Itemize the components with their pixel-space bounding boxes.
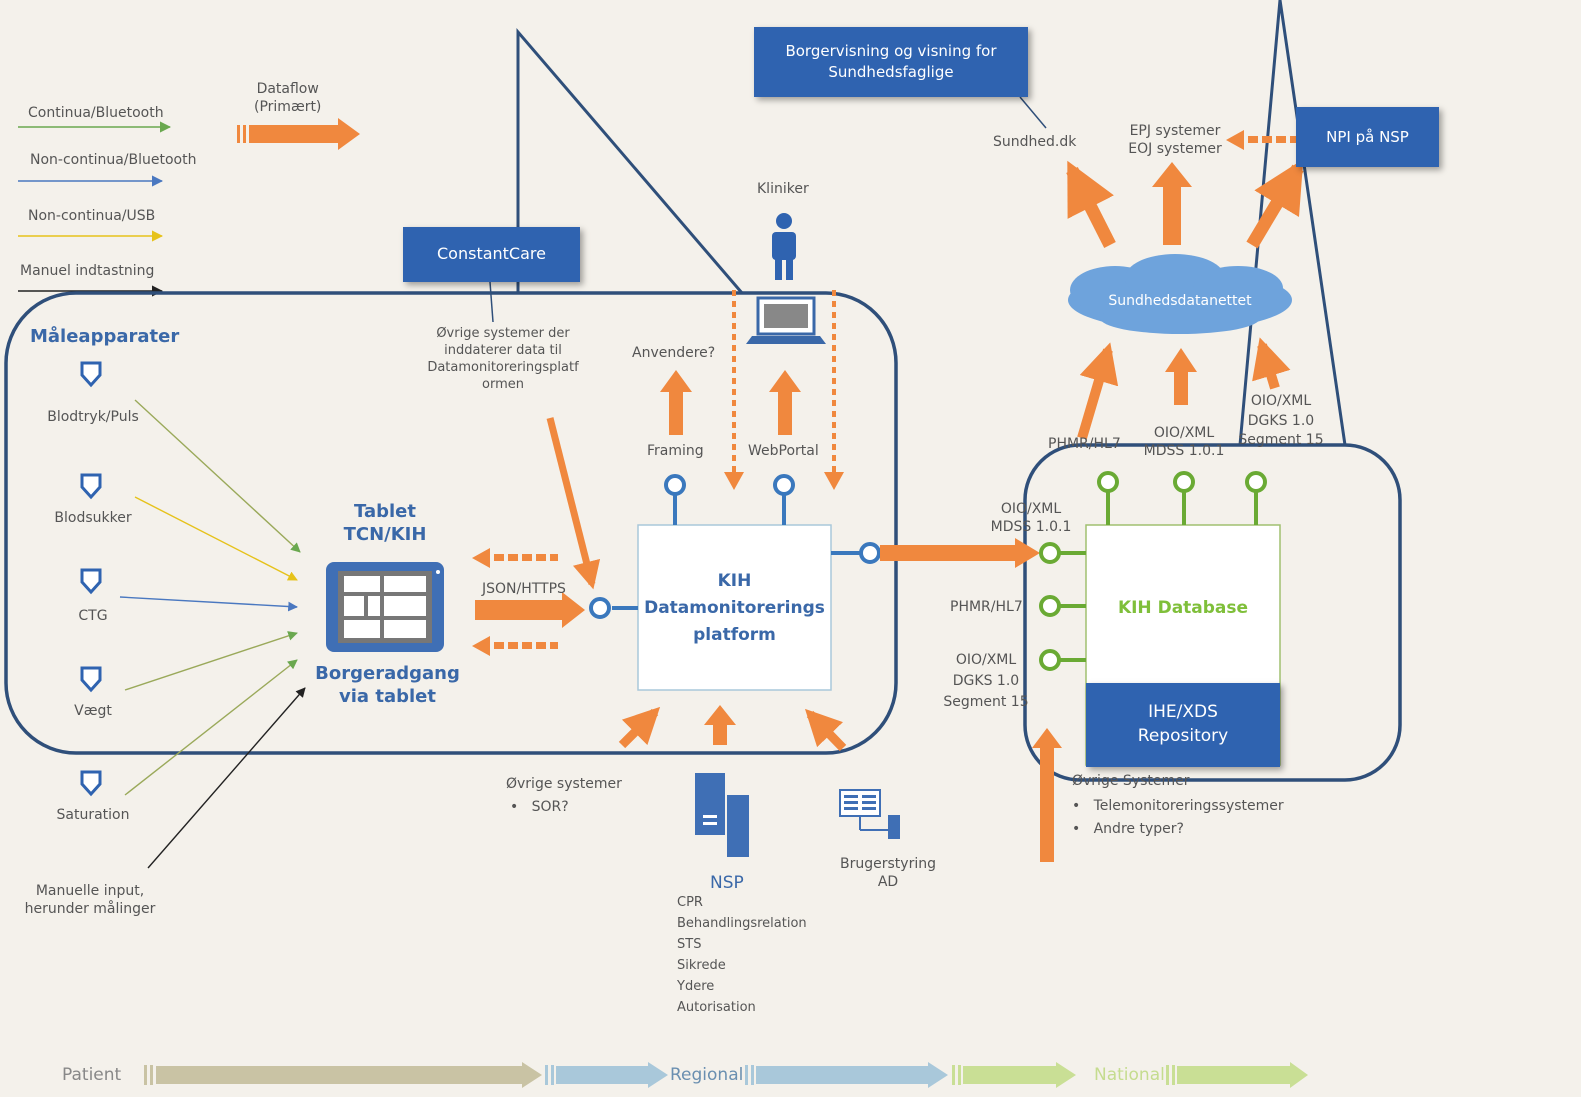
constantcare-connector [489, 281, 494, 323]
server-icon [695, 773, 749, 857]
device-label-saturation: Saturation [56, 807, 130, 823]
oio-dgks-left-label: OIO/XML DGKS 1.0 Segment 15 [943, 652, 1029, 710]
sor-label: SOR? [531, 799, 569, 815]
brugerstyring-label: Brugerstyring AD [840, 856, 936, 891]
device-label-vaegt: Vægt [74, 703, 112, 719]
ribbon-patient-label: Patient [62, 1065, 122, 1085]
dashed-arrow-left-1 [472, 548, 558, 568]
regional-container [4, 291, 898, 755]
ovrige-up-arrow [1032, 728, 1062, 862]
cloud-icon [1068, 254, 1292, 334]
framing-label: Framing [647, 443, 704, 459]
cloud-top-arrows [1066, 159, 1304, 249]
tablet-subtitle: Borgeradgang via tablet [315, 663, 460, 708]
oio-mdss-top-label: OIO/XML MDSS 1.0.1 [1143, 425, 1225, 460]
database-connectors [1039, 471, 1267, 671]
legend-label-manual: Manuel indtastning [20, 263, 155, 279]
webportal-label: WebPortal [748, 443, 819, 459]
platform-db-arrow [880, 538, 1040, 568]
npi-callout [1238, 0, 1347, 446]
device-label-ctg: CTG [78, 608, 108, 624]
cloud-label: Sundhedsdatanettet [1108, 293, 1252, 309]
manual-input-label: Manuelle input, herunder målinger [24, 883, 156, 918]
ribbon-national-label: National [1094, 1065, 1165, 1085]
kliniker-arrowhead-left [724, 472, 744, 490]
kliniker-label: Kliniker [757, 181, 809, 197]
kliniker-arrowhead-right [824, 472, 844, 490]
devices-title: Måleapparater [30, 326, 180, 347]
device-label-blodsukker: Blodsukker [54, 510, 132, 526]
legend [18, 118, 360, 297]
andre-typer-label: Andre typer? [1093, 821, 1184, 837]
shield-icon [80, 473, 102, 500]
telemonitorering-label: Telemonitoreringssystemer [1093, 798, 1284, 814]
platform-bottom-arrows [618, 705, 847, 752]
legend-dataflow-label: Dataflow (Primært) [254, 81, 322, 116]
connector-framing [664, 474, 686, 496]
legend-label-noncontinua-usb: Non-continua/USB [28, 208, 156, 224]
tablet-title: Tablet TCN/KIH [343, 501, 427, 546]
borgervisning-connector [1019, 96, 1047, 129]
nsp-title: NSP [710, 873, 744, 893]
device-label-blodtryk: Blodtryk/Puls [47, 409, 139, 425]
tablet-icon [326, 562, 444, 652]
npi-dashed-arrow [1226, 130, 1298, 150]
ovrige-systemer-top: Øvrige systemer der inddaterer data til … [427, 326, 579, 392]
dataflow-legend-arrow [237, 118, 360, 150]
ovrige-right-item-1: • Telemonitoreringssystemer [1072, 798, 1284, 814]
oio-mdss-left-label: OIO/XML MDSS 1.0.1 [990, 501, 1072, 536]
oio-dgks-top-label: OIO/XML DGKS 1.0 Segment 15 [1238, 393, 1324, 449]
nsp-items: CPR Behandlingsrelation STS Sikrede Yder… [677, 895, 807, 1016]
kih-platform-box [637, 524, 832, 691]
ihe-xds-box: IHE/XDS Repository [1086, 683, 1280, 767]
connector-right [859, 542, 881, 564]
solid-arrow-right [475, 592, 585, 628]
phmr-top-label: PHMR/HL7 [1048, 436, 1121, 452]
ovrige-systemer-bottom-item: • SOR? [510, 799, 569, 815]
platform-connectors [589, 474, 881, 619]
kih-platform-label: KIH Datamonitorerings platform [644, 571, 825, 646]
connector-webportal [773, 474, 795, 496]
national-container [1023, 443, 1402, 782]
constantcare-callout [516, 27, 744, 294]
phmr-left-label: PHMR/HL7 [950, 599, 1023, 615]
sundhed-dk-label: Sundhed.dk [993, 134, 1077, 150]
legend-label-continua-bt: Continua/Bluetooth [28, 105, 164, 121]
ovrige-right-item-2: • Andre typer? [1072, 821, 1184, 837]
bottom-ribbon [144, 1062, 1308, 1088]
dashed-arrow-left-2 [472, 636, 558, 656]
legend-label-noncontinua-bt: Non-continua/Bluetooth [30, 152, 197, 168]
person-icon [772, 213, 796, 280]
json-https-label: JSON/HTTPS [482, 581, 566, 597]
shield-icon [80, 770, 102, 797]
db-cloud-arrows [1077, 337, 1291, 440]
ovrige-systemer-right-title: Øvrige Systemer [1072, 773, 1190, 789]
device-icons [80, 361, 102, 797]
kliniker-dashed-arrows [732, 290, 836, 475]
ribbon-regional-label: Regional [670, 1065, 744, 1085]
laptop-icon [746, 296, 826, 344]
kih-database-label: KIH Database [1117, 598, 1249, 618]
portal-up-arrows [660, 370, 801, 435]
shield-icon [80, 568, 102, 595]
epj-eoj-label: EPJ systemer EOJ systemer [1128, 123, 1222, 158]
npi-box: NPI på NSP [1296, 107, 1439, 167]
device-arrows [119, 399, 306, 869]
tablet-platform-arrows [472, 417, 601, 656]
anvendere-label: Anvendere? [632, 345, 716, 361]
connector-json [589, 597, 611, 619]
directory-icon [839, 789, 900, 839]
borgervisning-box: Borgervisning og visning for Sundhedsfag… [754, 27, 1028, 97]
shield-icon [80, 361, 102, 388]
shield-icon [80, 666, 102, 693]
ovrige-systemer-bottom-title: Øvrige systemer [506, 776, 622, 792]
constantcare-box: ConstantCare [403, 227, 580, 282]
